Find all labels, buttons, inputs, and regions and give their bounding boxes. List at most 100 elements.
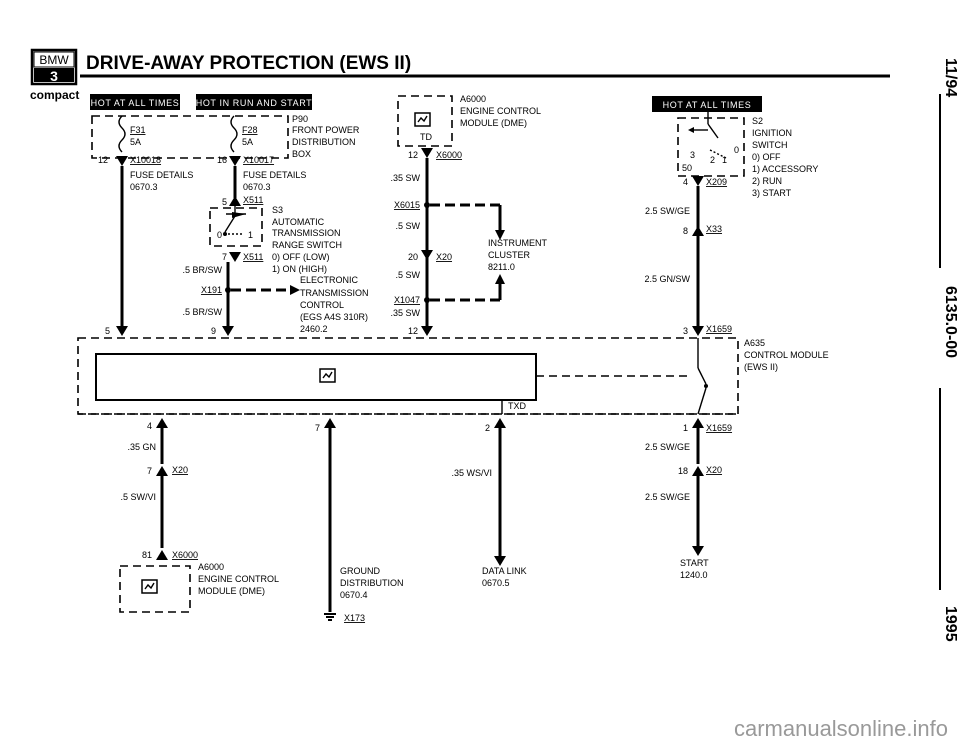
p90-desc-1: FRONT POWER bbox=[292, 125, 360, 135]
side-code: 6135.0-00 bbox=[942, 286, 959, 358]
x33-connector-icon bbox=[692, 226, 704, 236]
a635-desc-1: CONTROL MODULE bbox=[744, 350, 829, 360]
x20-left-connector-icon bbox=[156, 466, 168, 476]
fuse-f31: F31 bbox=[130, 125, 146, 135]
hot-all-times-label-bg bbox=[90, 94, 180, 110]
x1659-top-label: X1659 bbox=[706, 324, 732, 334]
pin12-label: 12 bbox=[408, 326, 418, 336]
hot-all-times-label: HOT AT ALL TIMES bbox=[91, 98, 180, 108]
x6000-top-connector-icon bbox=[421, 148, 433, 158]
a6000-top-module: TD A6000 ENGINE CONTROL MODULE (DME) bbox=[397, 94, 541, 147]
x1659-bottom-label: X1659 bbox=[706, 423, 732, 433]
x6000-bottom-connector-icon bbox=[156, 550, 168, 560]
x20-left-label: X20 bbox=[172, 465, 188, 475]
x1047-splice-icon bbox=[424, 297, 430, 303]
x209-label: X209 bbox=[706, 177, 727, 187]
x10018-pin: 12 bbox=[98, 155, 108, 165]
s2-ignition-switch: 3 2 1 0 50 S2 IGNITION SWITCH 0) OFF 1) … bbox=[677, 112, 818, 198]
x1659-top-connector-icon bbox=[692, 326, 704, 336]
etc-desc-1: ELECTRONIC bbox=[300, 275, 359, 285]
x33-label: X33 bbox=[706, 224, 722, 234]
wire-label-25swge-3: 2.5 SW/GE bbox=[645, 492, 690, 502]
x20-left-pin: 7 bbox=[147, 466, 152, 476]
etc-desc-4: (EGS A4S 310R) bbox=[300, 312, 368, 322]
s3-pin-1: 1 bbox=[248, 230, 253, 240]
x511-top-pin: 5 bbox=[222, 197, 227, 207]
wire-label-brsw-2: .5 BR/SW bbox=[182, 307, 222, 317]
s3-desc-2: TRANSMISSION bbox=[272, 228, 341, 238]
etc-arrow-icon bbox=[290, 285, 300, 295]
s2-pin-3: 3 bbox=[690, 150, 695, 160]
x209-connector-icon bbox=[692, 176, 704, 186]
x20-right-label: X20 bbox=[706, 465, 722, 475]
data-link-desc-2: 0670.5 bbox=[482, 578, 510, 588]
x6015-label: X6015 bbox=[394, 200, 420, 210]
p90-id: P90 bbox=[292, 114, 308, 124]
x511-bot-connector-icon bbox=[229, 252, 241, 262]
s2-option-0: 0) OFF bbox=[752, 152, 781, 162]
x20-right-connector-icon bbox=[692, 466, 704, 476]
fuse-details-2-ref: 0670.3 bbox=[243, 182, 271, 192]
fuse-details-1-ref: 0670.3 bbox=[130, 182, 158, 192]
wire-label-25swge-2: 2.5 SW/GE bbox=[645, 442, 690, 452]
x20-right-pin: 18 bbox=[678, 466, 688, 476]
wire-label-35sw-2: .35 SW bbox=[390, 308, 420, 318]
fuse-f28: F28 bbox=[242, 125, 258, 135]
s2-pin-1: 1 bbox=[722, 155, 727, 165]
s3-pin-0: 0 bbox=[217, 230, 222, 240]
cluster-desc-3: 8211.0 bbox=[488, 262, 515, 272]
start-desc-1: START bbox=[680, 558, 709, 568]
wire-label-35gn: .35 GN bbox=[127, 442, 156, 452]
wire-label-5sw-2: .5 SW bbox=[395, 270, 420, 280]
s3-desc-3: RANGE SWITCH bbox=[272, 240, 342, 250]
x209-pin: 4 bbox=[683, 177, 688, 187]
ground-desc-3: 0670.4 bbox=[340, 590, 368, 600]
x6000-top-label: X6000 bbox=[436, 150, 462, 160]
s2-id: S2 bbox=[752, 116, 763, 126]
x20-cluster-label: X20 bbox=[436, 252, 452, 262]
s2-pin-2: 2 bbox=[710, 155, 715, 165]
p90-fuse-box: F31 5A F28 5A P90 FRONT POWER DISTRIBUTI… bbox=[91, 114, 360, 159]
s3-option-0: 0) OFF (LOW) bbox=[272, 252, 330, 262]
a6000-bottom-module: A6000 ENGINE CONTROL MODULE (DME) bbox=[119, 562, 279, 613]
s2-option-3: 3) START bbox=[752, 188, 792, 198]
pin1-label: 1 bbox=[683, 423, 688, 433]
x511-top-label: X511 bbox=[243, 195, 263, 205]
fuse-details-1: FUSE DETAILS bbox=[130, 170, 193, 180]
badge-bottom-text: 3 bbox=[50, 68, 58, 84]
s2-option-2: 2) RUN bbox=[752, 176, 782, 186]
fuse-f28-amp: 5A bbox=[242, 137, 253, 147]
s3-option-1: 1) ON (HIGH) bbox=[272, 264, 327, 274]
a6000-bottom-desc-1: ENGINE CONTROL bbox=[198, 574, 279, 584]
x191-label: X191 bbox=[201, 285, 222, 295]
start-arrow-icon bbox=[692, 546, 704, 556]
pin5-label: 5 bbox=[105, 326, 110, 336]
data-link-arrow-icon bbox=[494, 556, 506, 566]
pin12-connector-icon bbox=[421, 326, 433, 336]
a6000-top-id: A6000 bbox=[460, 94, 486, 104]
wire-label-25swge-1: 2.5 SW/GE bbox=[645, 206, 690, 216]
wire-label-35sw: .35 SW bbox=[390, 173, 420, 183]
p90-desc-3: BOX bbox=[292, 149, 311, 159]
a6000-top-desc-2: MODULE (DME) bbox=[460, 118, 527, 128]
fuse-f31-amp: 5A bbox=[130, 137, 141, 147]
a635-txd: TXD bbox=[508, 401, 527, 411]
x20-cluster-connector-icon bbox=[421, 250, 433, 260]
x10018-label: X10018 bbox=[130, 155, 161, 165]
x10017-pin: 16 bbox=[217, 155, 227, 165]
x1659-bottom-connector-icon bbox=[692, 418, 704, 428]
x33-pin: 8 bbox=[683, 226, 688, 236]
pin4-label: 4 bbox=[147, 421, 152, 431]
a635-id: A635 bbox=[744, 338, 765, 348]
hot-all-times-label-2-bg bbox=[652, 96, 762, 112]
x10017-connector-icon bbox=[229, 156, 241, 166]
x1047-label: X1047 bbox=[394, 295, 420, 305]
sidebar-right: 11/94 6135.0-00 1995 bbox=[939, 58, 959, 642]
ground-icon bbox=[324, 613, 336, 621]
etc-desc-5: 2460.2 bbox=[300, 324, 328, 334]
x6000-top-pin: 12 bbox=[408, 150, 418, 160]
s2-pin-0: 0 bbox=[734, 145, 739, 155]
x511-bot-pin: 7 bbox=[222, 252, 227, 262]
pin9-connector-icon bbox=[222, 326, 234, 336]
